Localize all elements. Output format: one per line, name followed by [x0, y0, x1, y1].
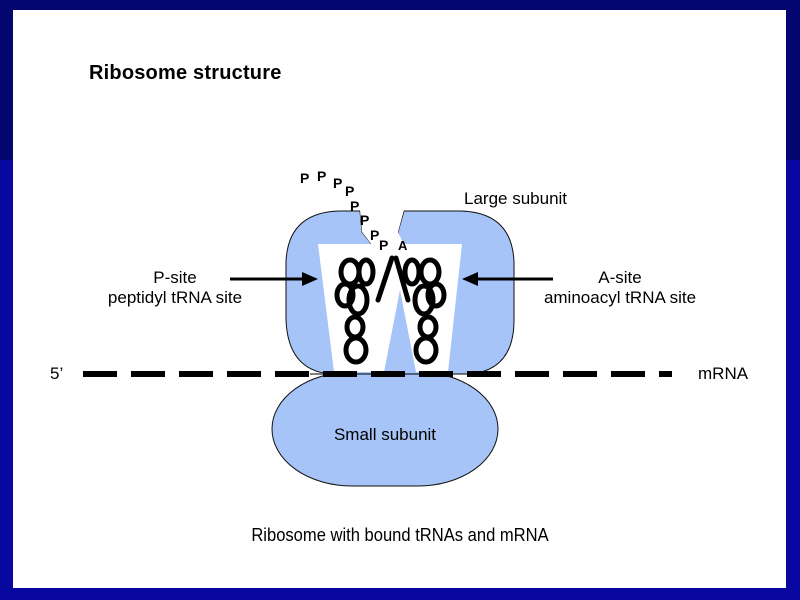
peptide-residue: P [370, 227, 379, 243]
a-site-subtitle: aminoacyl tRNA site [543, 288, 697, 307]
small-subunit-label: Small subunit [333, 425, 437, 444]
a-site-label: A-site aminoacyl tRNA site [515, 268, 725, 308]
peptide-residue: P [350, 198, 359, 214]
peptide-residue: P [333, 175, 342, 191]
large-subunit [285, 210, 515, 375]
p-site-label: P-site peptidyl tRNA site [80, 268, 270, 308]
p-site-subtitle: peptidyl tRNA site [107, 288, 243, 307]
a-site-title: A-site [598, 268, 642, 287]
peptide-residue: P [345, 183, 354, 199]
a-site-trna [393, 255, 447, 365]
p-site-arrow [230, 272, 318, 286]
peptide-residue: P [300, 170, 309, 186]
slide-title: Ribosome structure [89, 62, 282, 84]
exit-tunnel [360, 210, 404, 245]
p-site-trna [334, 255, 395, 365]
peptide-residue: P [360, 212, 369, 228]
p-site-title: P-site [153, 268, 197, 287]
mrna-label: mRNA [698, 364, 749, 383]
slide-caption: Ribosome with bound tRNAs and mRNA [251, 525, 549, 545]
mrna-5-prime-label: 5’ [50, 364, 64, 383]
peptide-residue: P [317, 168, 326, 184]
incoming-amino-acid: A [398, 238, 408, 253]
a-site-arrow [462, 272, 553, 286]
large-subunit-label: Large subunit [464, 189, 568, 208]
peptide-residue: P [379, 237, 388, 253]
